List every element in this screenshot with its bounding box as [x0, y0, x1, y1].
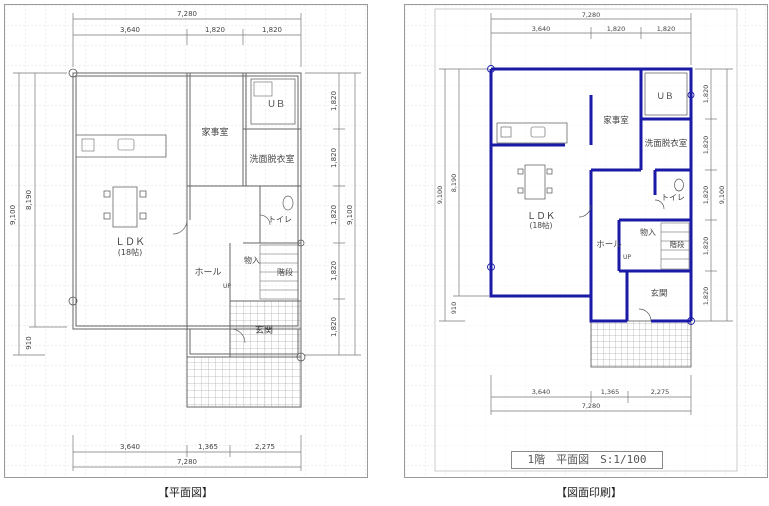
room-ldk: ＬＤＫ — [115, 237, 145, 248]
plan-view-panel: 7,280 3,640 1,820 1,820 3,640 1,365 2,27… — [4, 4, 368, 478]
sink-icon — [117, 138, 135, 151]
dim-left-inner: 8,190 — [25, 190, 33, 210]
left-dimensions — [13, 72, 67, 356]
room-senmen: 洗面脱衣室 — [249, 153, 294, 165]
kitchen-counter — [75, 134, 167, 158]
dim-top-a: 3,640 — [120, 26, 140, 34]
room-senmen: 洗面脱衣室 — [645, 138, 688, 149]
porch-tiles — [186, 356, 302, 408]
dining-table-icon — [103, 186, 147, 228]
room-ub: ＵＢ — [656, 92, 673, 102]
porch-tiles — [590, 320, 692, 368]
columns — [68, 68, 306, 362]
dim-right-r3: 1,820 — [330, 205, 338, 225]
room-ldk-size: (18帖) — [530, 220, 553, 230]
dim-top-total: 7,280 — [177, 10, 197, 18]
dim-right-total: 9,100 — [346, 205, 354, 225]
room-up: UP — [223, 283, 231, 290]
bathtub-icon — [644, 72, 688, 116]
print-view-caption: 【図面印刷】 — [556, 486, 622, 499]
bathtub-icon — [250, 78, 296, 125]
dim-right-total: 9,100 — [718, 186, 726, 205]
dim-top-b: 1,820 — [205, 26, 225, 34]
dim-top-b: 1,820 — [607, 25, 626, 33]
room-genkan: 玄関 — [650, 288, 667, 299]
room-toilet: トイレ — [268, 215, 292, 224]
dim-bottom-total: 7,280 — [177, 458, 197, 466]
plan-view-caption: 【平面図】 — [158, 486, 213, 499]
dim-right-r4: 1,820 — [330, 261, 338, 281]
dim-right-r2: 1,820 — [330, 148, 338, 168]
room-up: UP — [623, 254, 631, 261]
right-dimensions — [305, 72, 361, 356]
dim-right-r1: 1,820 — [702, 85, 710, 104]
dim-bottom-a: 3,640 — [120, 443, 140, 451]
columns — [487, 65, 695, 325]
bath-fixture — [253, 81, 273, 97]
room-kaidan: 階段 — [277, 267, 293, 277]
print-drawing: 7,280 3,640 1,820 1,820 3,640 1,365 2,27… — [405, 5, 767, 477]
room-kaidan: 階段 — [670, 239, 685, 249]
plan-drawing: 7,280 3,640 1,820 1,820 3,640 1,365 2,27… — [5, 5, 367, 477]
dim-left-small: 910 — [450, 302, 458, 314]
walls — [72, 72, 302, 358]
walls — [489, 67, 693, 323]
stairs-icon — [660, 222, 690, 270]
kitchen-counter — [496, 122, 568, 144]
room-genkan: 玄関 — [255, 324, 273, 336]
dim-right-r5: 1,820 — [702, 287, 710, 306]
top-dimensions — [72, 13, 302, 67]
room-kaji: 家事室 — [603, 115, 629, 126]
room-ub: ＵＢ — [267, 100, 285, 110]
dim-left-inner: 8,190 — [450, 174, 458, 193]
dim-bottom-total: 7,280 — [582, 402, 601, 410]
dim-right-r2: 1,820 — [702, 136, 710, 155]
room-ldk: ＬＤＫ — [527, 211, 556, 222]
sink-icon — [530, 126, 546, 138]
dim-right-r3: 1,820 — [702, 186, 710, 205]
dim-bottom-b: 1,365 — [601, 388, 620, 396]
room-monoire: 物入 — [244, 255, 260, 265]
bottom-dimensions — [72, 435, 302, 471]
dim-bottom-a: 3,640 — [532, 388, 551, 396]
room-monoire: 物入 — [640, 227, 656, 237]
dim-top-c: 1,820 — [262, 26, 282, 34]
dim-bottom-b: 1,365 — [198, 443, 218, 451]
door-swings — [578, 199, 665, 322]
dim-left-small: 910 — [25, 336, 33, 349]
sheet-title: 1階 平面図 S:1/100 — [527, 453, 647, 466]
right-dimensions — [695, 68, 733, 322]
dim-left-outer: 9,100 — [436, 186, 444, 205]
room-toilet: トイレ — [661, 193, 685, 202]
sheet-title-box: 1階 平面図 S:1/100 — [511, 451, 663, 469]
print-view-panel: 7,280 3,640 1,820 1,820 3,640 1,365 2,27… — [404, 4, 768, 478]
dim-top-a: 3,640 — [532, 25, 551, 33]
toilet-icon — [674, 178, 684, 192]
stove-icon — [500, 126, 512, 138]
stairs-icon — [259, 244, 299, 300]
top-dimensions — [490, 13, 692, 65]
room-ldk-size: (18帖) — [118, 247, 142, 257]
dim-right-r1: 1,820 — [330, 91, 338, 111]
bottom-dimensions — [490, 375, 692, 415]
room-hall: ホール — [596, 240, 622, 250]
dim-right-r4: 1,820 — [702, 237, 710, 256]
room-kaji: 家事室 — [201, 126, 228, 138]
left-dimensions — [439, 68, 489, 322]
dim-top-total: 7,280 — [582, 11, 601, 19]
dim-top-c: 1,820 — [657, 25, 676, 33]
stove-icon — [81, 138, 95, 152]
dining-table-icon — [517, 164, 553, 200]
dim-right-r5: 1,820 — [330, 317, 338, 337]
dim-left-outer: 9,100 — [9, 205, 17, 225]
toilet-icon — [282, 195, 294, 211]
grid-background — [5, 5, 367, 477]
room-hall: ホール — [194, 267, 221, 278]
dim-bottom-c: 2,275 — [651, 388, 670, 396]
door-swings — [172, 214, 271, 344]
dim-bottom-c: 2,275 — [255, 443, 275, 451]
